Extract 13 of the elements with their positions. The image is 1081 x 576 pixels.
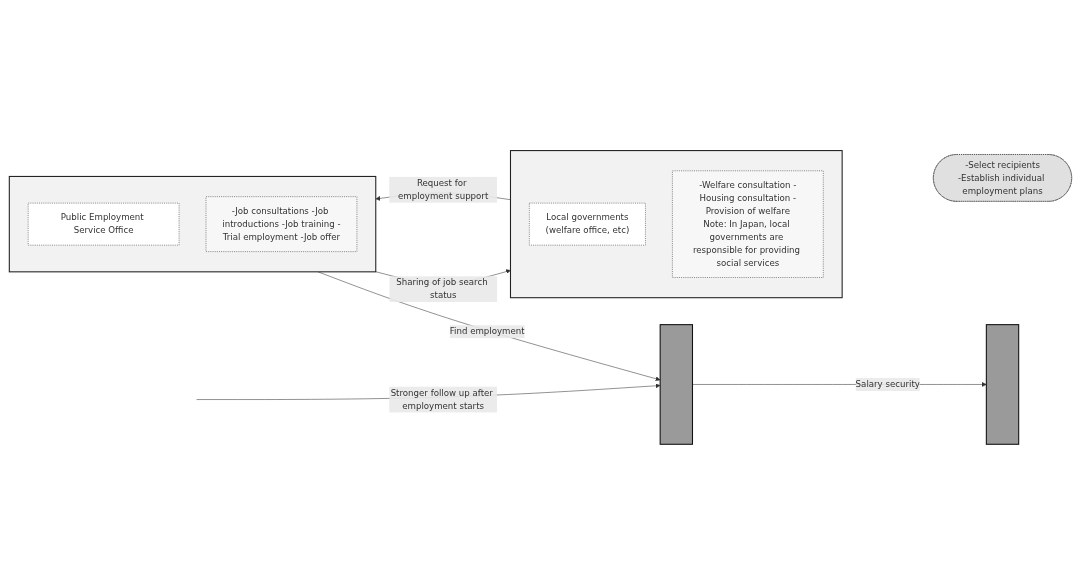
edge-label: Sharing of job search status <box>396 277 488 301</box>
node-bar <box>659 324 694 445</box>
edge-label: Request for employment support <box>397 177 489 202</box>
edge-label: Find employment <box>449 326 525 337</box>
node-box: Public Employment Service Office <box>27 202 180 246</box>
cluster <box>509 150 843 299</box>
node-box: -Job consultations -Job introductions -Job training -Trial employment -Job offer <box>205 196 358 252</box>
cluster <box>8 175 377 273</box>
node-box: -Welfare consultation -Housing consultation -Provision of welfare Note: In Japan, local governments are responsible for providing social services <box>672 170 824 278</box>
edge-label: Salary security <box>855 379 920 390</box>
node-box: Local governments (welfare office, etc) <box>529 202 646 246</box>
node-bar <box>985 324 1020 445</box>
edge-label: Stronger follow up after employment starts <box>390 387 493 411</box>
